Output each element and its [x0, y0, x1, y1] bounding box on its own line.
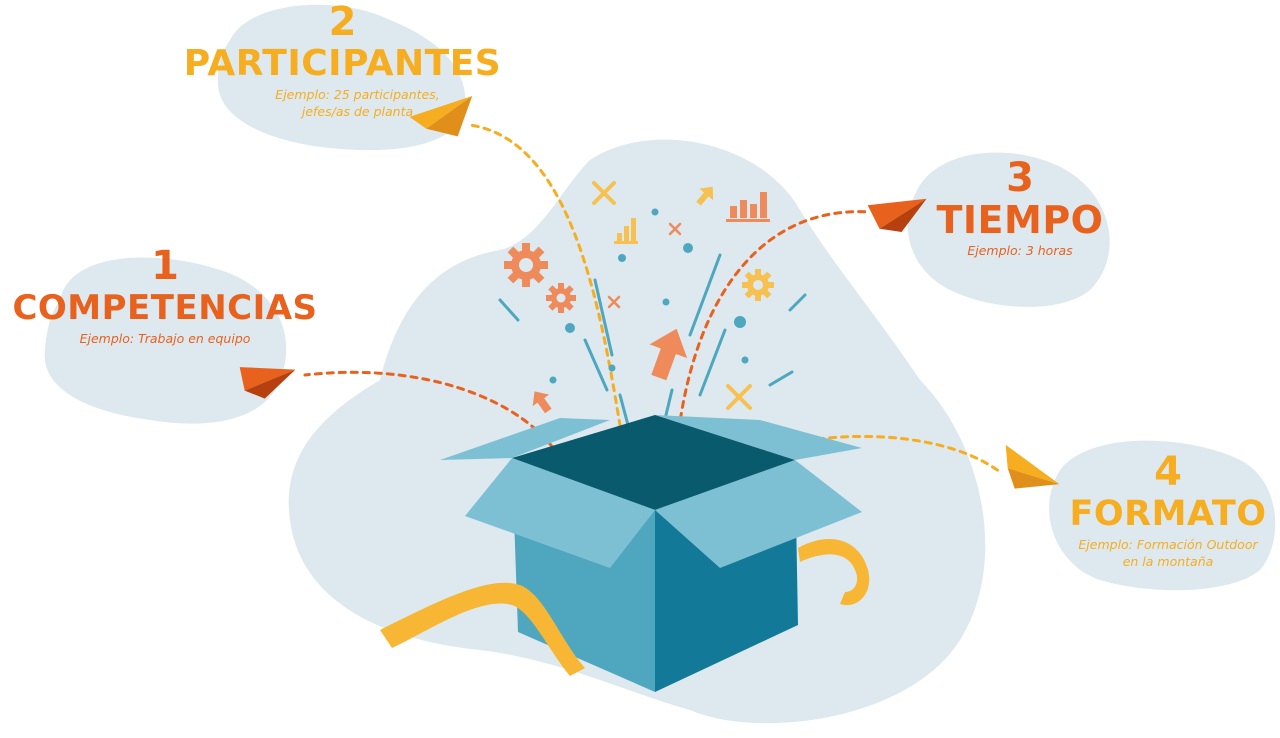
- ribbon: [380, 582, 585, 676]
- item-example: Ejemplo: Trabajo en equipo: [79, 331, 251, 346]
- item-title: COMPETENCIAS: [12, 288, 318, 328]
- cross-icon: [607, 222, 682, 309]
- cross-icon: [592, 181, 616, 205]
- arrow-up-icon: [649, 328, 688, 381]
- connector-competencias: [303, 370, 567, 470]
- gear-icon: [742, 269, 774, 301]
- cloud-competencias: [44, 257, 287, 424]
- gift-box-icon: [380, 415, 870, 692]
- item-number: 3: [1006, 155, 1034, 201]
- bar-chart-icon: [614, 218, 638, 244]
- item-example: Ejemplo: 25 participantes, jefes/as de p…: [275, 87, 440, 119]
- gear-icon: [504, 243, 548, 287]
- connectors: [303, 123, 1002, 474]
- cloud-participantes: [217, 4, 466, 151]
- connector-participantes: [468, 123, 624, 440]
- item-tiempo: 3 TIEMPO Ejemplo: 3 horas: [925, 158, 1115, 259]
- item-title: PARTICIPANTES: [183, 43, 502, 84]
- gear-icon: [546, 283, 576, 313]
- connector-tiempo: [674, 210, 872, 457]
- ribbon: [798, 539, 870, 606]
- arrow-up-icon: [696, 186, 714, 206]
- item-number: 4: [1154, 449, 1182, 495]
- arrow-up-icon: [532, 391, 552, 414]
- item-number: 2: [328, 0, 357, 45]
- item-number: 1: [151, 243, 179, 289]
- item-participantes: 2 PARTICIPANTES Ejemplo: 25 participante…: [170, 2, 515, 120]
- connector-formato: [713, 435, 1002, 474]
- item-title: FORMATO: [1069, 494, 1267, 534]
- bar-chart-icon: [726, 192, 770, 222]
- item-example: Ejemplo: 3 horas: [967, 243, 1073, 258]
- paper-plane-icon: [409, 95, 473, 137]
- item-competencias: 1 COMPETENCIAS Ejemplo: Trabajo en equip…: [0, 246, 330, 347]
- paper-plane-icon: [239, 367, 296, 399]
- item-formato: 4 FORMATO Ejemplo: Formación Outdoor en …: [1058, 452, 1278, 570]
- item-title: TIEMPO: [936, 198, 1104, 242]
- item-example: Ejemplo: Formación Outdoor en la montaña: [1078, 537, 1258, 569]
- cloud-tiempo: [907, 152, 1110, 307]
- cross-icon: [726, 384, 752, 410]
- paper-plane-icon: [867, 198, 927, 233]
- cloud-formato: [1049, 440, 1276, 591]
